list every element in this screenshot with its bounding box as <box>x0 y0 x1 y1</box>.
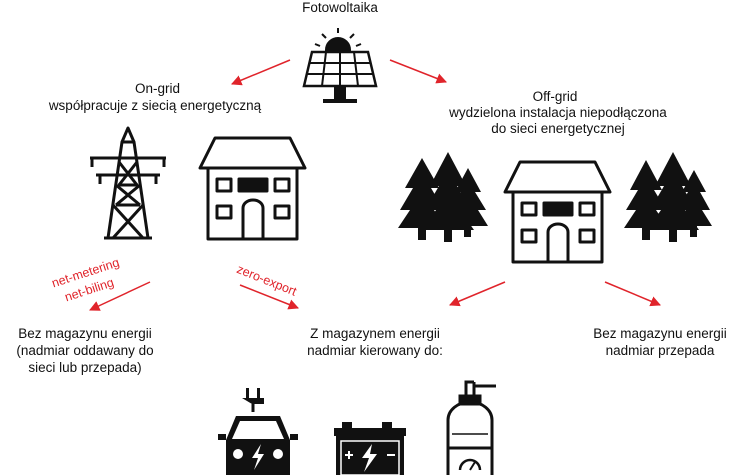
house-icon <box>198 136 307 241</box>
page-title: Fotowoltaika <box>302 0 378 15</box>
outcome-center-line2: nadmiar kierowany do: <box>307 343 443 358</box>
outcome-left-line2: (nadmiar oddawany do <box>16 343 154 358</box>
house-icon <box>503 160 612 264</box>
outcome-right-line1: Bez magazynu energii <box>593 326 727 341</box>
arrow-off-grid-lost <box>604 281 661 307</box>
power-pylon-icon <box>90 126 166 240</box>
arrow-to-on-grid <box>231 59 291 86</box>
water-heater-icon <box>446 380 496 475</box>
outcome-right-line2: nadmiar przepada <box>605 343 715 358</box>
flow-arrows <box>89 59 661 311</box>
on-grid-title: On-grid <box>134 81 180 96</box>
electric-car-icon <box>218 388 298 475</box>
tree-icon <box>624 152 712 242</box>
outcome-left-line1: Bez magazynu energii <box>18 326 152 341</box>
on-grid-description: współpracuje z siecią energetyczną <box>48 98 262 113</box>
arrow-net-metering <box>89 281 151 311</box>
tree-icon <box>398 152 488 242</box>
battery-icon <box>334 422 406 475</box>
outcome-left-line3: sieci lub przepada) <box>28 360 142 375</box>
arrow-off-grid-storage <box>449 281 506 307</box>
solar-panel-icon <box>302 28 378 103</box>
arrow-zero-export <box>239 284 299 310</box>
off-grid-description-line2: do sieci energetycznej <box>491 121 625 136</box>
arrow-to-off-grid <box>389 59 447 84</box>
outcome-center-line1: Z magazynem energii <box>310 326 440 341</box>
off-grid-description-line1: wydzielona instalacja niepodłączona <box>449 105 667 120</box>
off-grid-title: Off-grid <box>532 89 578 104</box>
